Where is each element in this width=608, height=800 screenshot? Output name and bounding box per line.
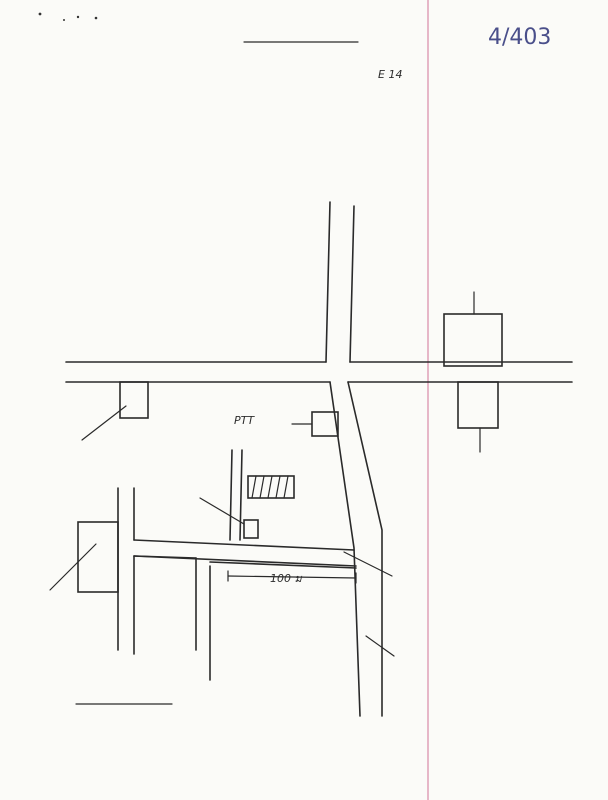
market-box	[119, 381, 149, 419]
road-north	[325, 201, 355, 363]
distance-label: 100 ม	[270, 572, 302, 585]
temple-box	[243, 519, 259, 539]
market-leader	[81, 405, 127, 441]
electricity-office-box	[457, 381, 499, 429]
header-line-code: E 14	[378, 68, 402, 81]
main-road-south-leader	[365, 635, 395, 657]
site-hatched-box	[247, 475, 295, 499]
distance-marker: 100 ม	[227, 570, 357, 585]
scan-specks	[38, 12, 98, 21]
school-box	[77, 521, 119, 593]
gov-office-box	[443, 313, 503, 367]
road-east-west	[65, 361, 573, 383]
road-south	[329, 381, 383, 717]
lane-middle	[209, 449, 243, 681]
road-soi	[133, 539, 357, 569]
lane-left	[117, 487, 197, 655]
school-leader	[49, 543, 97, 591]
temple-leader	[199, 497, 245, 525]
ptt-station-label: PTT	[234, 414, 255, 427]
soi-leader	[343, 551, 393, 577]
reference-number: 4/403	[488, 25, 551, 50]
